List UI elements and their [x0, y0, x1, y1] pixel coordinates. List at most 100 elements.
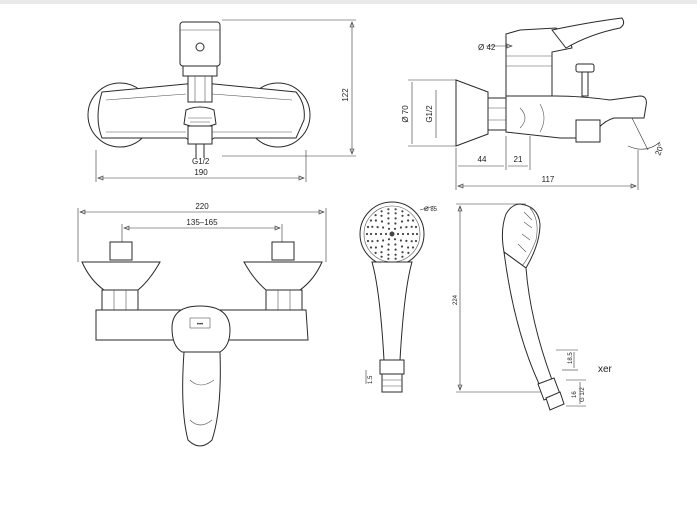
nozzle-dot	[369, 232, 373, 236]
nozzle-dot	[387, 208, 390, 211]
side-dim44: 44	[478, 155, 487, 164]
nozzle-dot	[401, 255, 404, 258]
nozzle-dot	[365, 232, 369, 236]
nozzle-dot	[380, 255, 383, 258]
nozzle-dot	[380, 214, 383, 217]
diverter-stem	[581, 71, 589, 97]
nozzle-dot	[401, 214, 404, 217]
svg-text:•••: •••	[197, 322, 203, 328]
nozzle-dot	[394, 257, 397, 260]
shower-face-handle	[371, 261, 413, 361]
bottom-dim-range: 135–165	[186, 218, 218, 227]
nozzle-dot	[369, 219, 373, 222]
nozzle-dot	[393, 227, 397, 230]
nozzle-dot	[374, 214, 377, 217]
right-inlet	[271, 241, 295, 261]
nozzle-dot	[394, 217, 397, 220]
nozzle-dot	[394, 253, 397, 256]
shower-side-handle	[503, 250, 553, 387]
front-width-dim: 190	[194, 168, 208, 177]
nozzle-dot	[394, 243, 397, 246]
top-bar	[0, 0, 697, 4]
nozzle-dot	[369, 246, 373, 249]
nozzle-dot	[406, 232, 410, 236]
shower-side-view: 224 18.5 16 G 1/2 xer	[453, 203, 613, 411]
nozzle-dot	[394, 248, 397, 251]
outlet	[183, 106, 217, 128]
cartridge-body	[187, 75, 213, 103]
front-thread-label: G1/2	[192, 157, 210, 166]
handle-collar	[182, 65, 218, 77]
shower-face-end	[379, 359, 405, 375]
svg-text:1.5: 1.5	[368, 375, 374, 384]
nozzle-dot	[411, 219, 415, 222]
shower-nozzles	[365, 208, 419, 260]
shower-length: 224	[453, 294, 459, 305]
bottom-dim220: 220	[195, 202, 209, 211]
handle-screw	[195, 42, 205, 52]
nozzle-dot	[387, 243, 390, 246]
nozzle-dot	[374, 251, 377, 254]
nozzle-dot	[387, 253, 390, 256]
handle-cap	[179, 21, 221, 67]
side-angle: 20°	[653, 142, 666, 156]
nozzle-dot	[387, 227, 391, 230]
nozzle-dot	[401, 251, 404, 254]
nozzle-dot	[405, 226, 408, 229]
nozzle-dot	[396, 232, 400, 236]
nozzle-dot	[387, 257, 390, 260]
side-view: Ø 42 G1/2 Ø 70 44 21 117 20°	[401, 17, 666, 190]
nozzle-dot	[414, 239, 418, 243]
left-nut	[101, 289, 139, 311]
nozzle-dot	[387, 248, 390, 251]
nozzle-dot	[389, 231, 395, 237]
nozzle-dot	[411, 232, 415, 236]
nozzle-dot	[393, 238, 397, 241]
nozzle-dot	[380, 251, 383, 254]
nozzle-dot	[382, 239, 385, 242]
right-nut	[265, 289, 303, 311]
nozzle-dot	[380, 220, 384, 223]
nozzle-dot	[399, 239, 402, 242]
shower-face-nut	[381, 373, 403, 393]
nozzle-dot	[376, 239, 379, 242]
nozzle-dot	[394, 208, 397, 211]
shower-side-thread	[545, 391, 565, 411]
nozzle-dot	[366, 239, 370, 243]
front-height-dim: 122	[341, 88, 350, 102]
bottom-view: 220 135–165 •••	[77, 202, 327, 447]
nozzle-dot	[376, 226, 379, 229]
shower-dim-b: 16	[572, 391, 578, 398]
nozzle-dot	[384, 232, 388, 236]
side-dim117: 117	[542, 175, 555, 184]
nozzle-dot	[371, 240, 374, 243]
left-cone	[81, 261, 161, 291]
left-inlet	[109, 241, 133, 261]
nozzle-dot	[400, 245, 404, 248]
shower-thread: G 1/2	[580, 387, 586, 402]
nozzle-dot	[380, 210, 383, 213]
bottom-lever	[182, 351, 221, 447]
nozzle-dot	[399, 226, 402, 229]
nozzle-dot	[371, 225, 374, 228]
nozzle-dot	[407, 246, 410, 249]
nozzle-dot	[410, 225, 413, 228]
side-flange	[455, 79, 489, 147]
nozzle-dot	[374, 246, 377, 249]
nozzle-dot	[410, 240, 413, 243]
nozzle-dot	[407, 219, 410, 222]
nozzle-dot	[387, 212, 390, 215]
side-thread: G1/2	[425, 105, 434, 123]
nozzle-dot	[407, 214, 410, 217]
nozzle-dot	[415, 232, 419, 236]
side-dim21: 21	[514, 155, 523, 164]
spout-outlet	[575, 119, 601, 143]
side-hex	[487, 97, 507, 131]
nozzle-dot	[411, 246, 415, 249]
nozzle-dot	[379, 232, 383, 236]
nozzle-dot	[407, 251, 410, 254]
nozzle-dot	[394, 212, 397, 215]
nozzle-dot	[374, 232, 378, 236]
right-cone	[243, 261, 323, 291]
